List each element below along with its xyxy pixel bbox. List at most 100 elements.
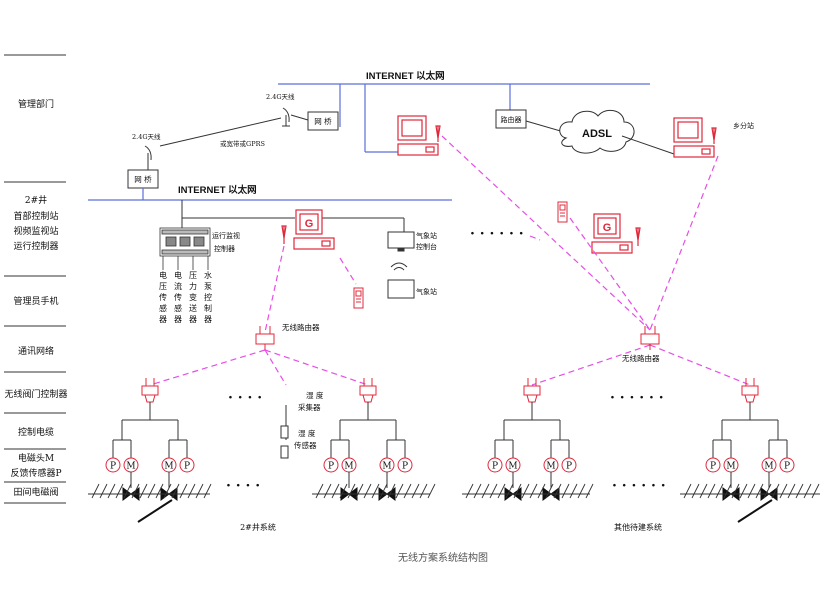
- valve-group-3-sensor-p-0-circle: [487, 457, 503, 473]
- row-label-comm-network: 通讯网络: [18, 345, 54, 357]
- sensor-voltage-label: 电压传感器: [159, 270, 167, 324]
- valve-group-2-solenoid-m-1-label: M: [382, 462, 391, 472]
- weather-console-label-line1: 气象站: [416, 231, 437, 240]
- row-label-well2: 2#井: [25, 194, 47, 206]
- row-label-field-valve: 田间电磁阀: [13, 486, 58, 498]
- ellipsis-other-row2: · · · · · ·: [612, 478, 666, 494]
- valve-group-4-sensor-p-1-circle: [779, 457, 795, 473]
- dish-antenna-top-icon: [282, 107, 290, 127]
- sensor-drop-lines: [162, 256, 209, 270]
- weather-console-icon: [387, 231, 415, 252]
- valve-group-3-sensor-p-1-circle: [561, 457, 577, 473]
- bridge-top-box: [307, 111, 339, 131]
- dish-antenna-bottom-icon: [144, 145, 152, 170]
- valve-group-1-solenoid-m-1-label: M: [164, 462, 173, 472]
- admin-phone-icon: [353, 287, 364, 309]
- valve-group-3-sensor-p-1-label: P: [566, 462, 572, 472]
- humidity-collector-label-line1: 湿 度: [306, 390, 324, 400]
- router-adsl-link: [525, 120, 565, 133]
- router-label: 路由器: [501, 115, 522, 124]
- valve-group-4-sensor-p-0-label: P: [710, 462, 716, 472]
- computer-head-g-label: G: [305, 218, 314, 230]
- computer-head-station-icon: [281, 209, 335, 250]
- internet-top-bus: [278, 83, 650, 153]
- row-label-solenoid-head: 电磁头M: [18, 452, 54, 464]
- valve-group-4-sensor-p-1-label: P: [784, 462, 790, 472]
- left-row-labels: [4, 54, 66, 504]
- humidity-sensor-label-line2: 传感器: [294, 440, 317, 450]
- row-label-valve-controller: 无线阀门控制器: [4, 388, 67, 400]
- adsl-substation-link: [621, 135, 675, 155]
- internet-mid-label: INTERNET 以太网: [178, 184, 257, 196]
- sensor-current-label: 电流传感器: [174, 270, 182, 324]
- valve-group-4-solenoid-m-0-label: M: [726, 462, 735, 472]
- router-box: [495, 109, 527, 129]
- diagram-caption: 无线方案系统结构图: [398, 551, 488, 564]
- phone-right-icon: [557, 201, 568, 223]
- run-monitor-label-line2: 控制器: [214, 244, 235, 253]
- field-pipe-well2-right: [312, 483, 436, 499]
- valve-group-1-controller-icon: [141, 378, 159, 403]
- ellipsis-well2-row1: · · · ·: [228, 390, 262, 406]
- antenna-top-label: 2.4G天线: [266, 92, 295, 101]
- weather-station-label: 气象站: [416, 287, 437, 296]
- valve-group-1-sensor-p-0-circle: [105, 457, 121, 473]
- valve-group-1-sensor-p-1-circle: [179, 457, 195, 473]
- computer-other-station-icon: [591, 213, 641, 254]
- sensor-pump-label: 水泵控制器: [204, 270, 212, 324]
- antenna-bottom-label: 2.4G天线: [132, 132, 161, 141]
- weather-console-label-line2: 控制台: [416, 242, 437, 251]
- internet-top-label: INTERNET 以太网: [366, 70, 445, 82]
- valve-group-2-sensor-p-1-label: P: [402, 462, 408, 472]
- valve-group-3-controller-icon: [523, 378, 541, 403]
- bridge-bottom-label: 网 桥: [134, 174, 152, 184]
- sensor-pressure-label: 压力变送器: [189, 271, 197, 324]
- valve-group-4-solenoid-m-1-label: M: [764, 462, 773, 472]
- sensor-labels: 电压传感器 电流传感器 压力变送器 水泵控制器: [159, 270, 212, 324]
- wireless-router-right-label: 无线路由器: [622, 353, 660, 363]
- substation-label: 乡分站: [733, 121, 754, 130]
- bridge-top-label: 网 桥: [314, 116, 332, 126]
- adsl-cloud-icon: [559, 109, 635, 154]
- valve-group-2-sensor-p-1-circle: [397, 457, 413, 473]
- row-label-run-controller: 运行控制器: [13, 240, 58, 252]
- valve-group-1-solenoid-m-0-label: M: [126, 462, 135, 472]
- computer-other-g-label: G: [603, 222, 612, 234]
- field-pipe-other-right: [680, 483, 820, 499]
- computer-substation-icon: [673, 117, 717, 158]
- valve-group-2-solenoid-m-0-label: M: [344, 462, 353, 472]
- wireless-router-left-icon: [255, 326, 275, 350]
- valve-group-1-sensor-p-1-label: P: [184, 462, 190, 472]
- ellipsis-other-row1: · · · · · ·: [610, 390, 664, 406]
- valve-group-2-sensor-p-0-circle: [323, 457, 339, 473]
- ellipsis-mid: · · · · · ·: [470, 226, 524, 242]
- wireless-router-right-icon: [640, 326, 660, 350]
- field-pipe-well2-left: [88, 483, 212, 499]
- valve-group-1-sensor-p-0-label: P: [110, 462, 116, 472]
- row-label-admin-phone: 管理员手机: [13, 295, 58, 307]
- valve-group-3-solenoid-m-0-label: M: [508, 462, 517, 472]
- field-pipe-other-left: [462, 483, 594, 499]
- humidity-sensor-label-line1: 湿 度: [298, 428, 316, 438]
- computer-top-center-icon: [397, 115, 441, 156]
- row-label-head-station: 首部控制站: [13, 210, 58, 222]
- system-other-label: 其他待建系统: [614, 522, 662, 532]
- supply-pipe-right: [737, 499, 773, 523]
- bridge-top-antenna-link: [290, 114, 309, 121]
- row-label-management: 管理部门: [18, 98, 54, 110]
- wireless-router-left-label: 无线路由器: [282, 322, 320, 332]
- broadband-label: 或宽带或GPRS: [220, 139, 265, 148]
- weather-station-box: [387, 279, 415, 299]
- row-label-feedback-sensor: 反馈传感器P: [10, 467, 61, 479]
- wifi-signal-icon: [390, 262, 408, 271]
- valve-group-3-sensor-p-0-label: P: [492, 462, 498, 472]
- valve-group-4-sensor-p-0-circle: [705, 457, 721, 473]
- supply-pipe-left: [137, 499, 173, 523]
- row-label-video-station: 视频监视站: [13, 225, 58, 237]
- run-monitor-controller-icon: [159, 227, 211, 257]
- humidity-collector-label-line2: 采集器: [298, 402, 321, 412]
- row-label-group: 管理部门 2#井 首部控制站 视频监视站 运行控制器 管理员手机 通讯网络 无线…: [4, 98, 67, 498]
